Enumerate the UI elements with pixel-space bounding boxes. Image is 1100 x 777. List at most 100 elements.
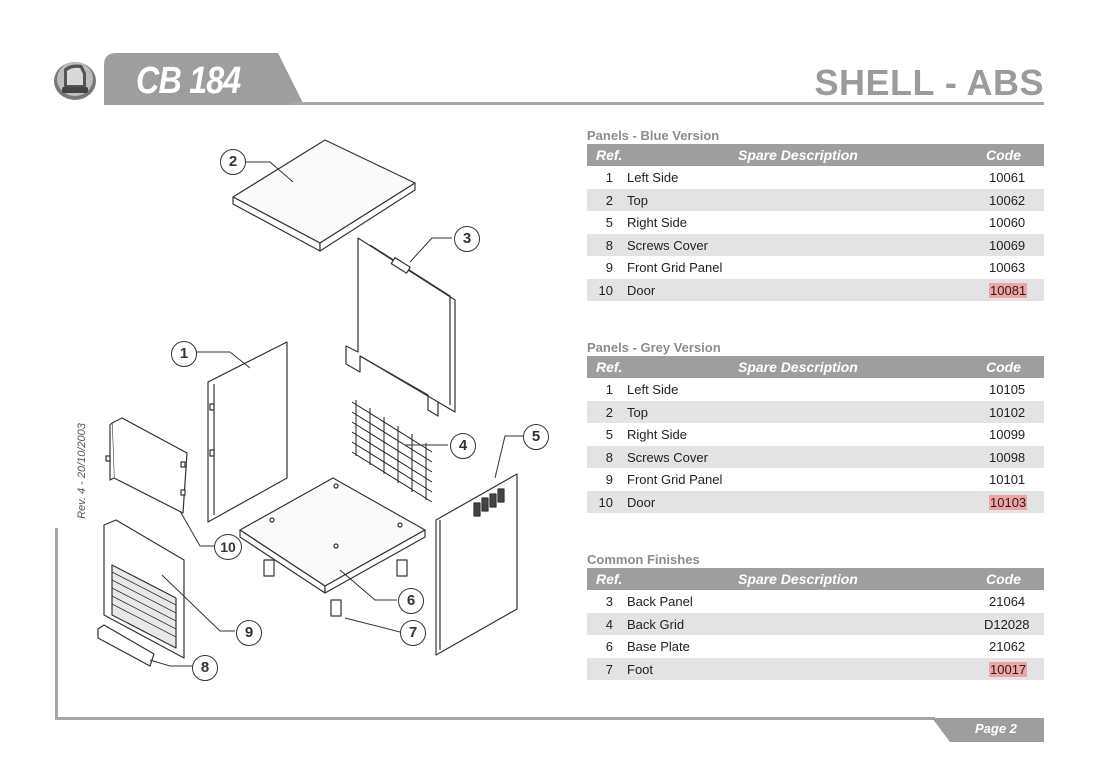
callout-3: 3 bbox=[454, 226, 480, 252]
table-header: Ref. Spare Description Code bbox=[587, 568, 1044, 590]
part-left-side bbox=[207, 341, 288, 523]
col-desc: Spare Description bbox=[738, 359, 858, 375]
table-row: 3 Back Panel 21064 bbox=[587, 590, 1044, 613]
cell-desc: Top bbox=[627, 404, 648, 420]
cell-ref: 5 bbox=[605, 427, 613, 442]
col-ref: Ref. bbox=[596, 359, 623, 375]
cell-code: 10062 bbox=[989, 192, 1026, 208]
cell-ref: 9 bbox=[605, 260, 613, 275]
cell-ref: 2 bbox=[605, 404, 613, 420]
callout-7: 7 bbox=[400, 620, 426, 646]
cell-code: 10061 bbox=[989, 170, 1026, 185]
cell-code: 10063 bbox=[989, 260, 1026, 275]
part-screws-cover bbox=[97, 624, 155, 667]
exploded-diagram bbox=[97, 139, 527, 667]
cell-desc: Screws Cover bbox=[627, 449, 708, 465]
cell-code: 10098 bbox=[989, 449, 1026, 465]
cell-desc: Door bbox=[627, 282, 656, 298]
table-row: 8 Screws Cover 10098 bbox=[587, 445, 1044, 468]
cell-ref: 2 bbox=[605, 192, 613, 208]
cell-ref: 6 bbox=[605, 639, 613, 654]
cell-ref: 7 bbox=[605, 661, 613, 677]
table-row: 7 Foot 10017 bbox=[587, 657, 1044, 680]
callout-1: 1 bbox=[171, 341, 197, 367]
section-title: Panels - Grey Version bbox=[587, 340, 721, 355]
callout-5: 5 bbox=[523, 424, 549, 450]
callout-4: 4 bbox=[450, 433, 476, 459]
header-rule bbox=[290, 102, 1044, 105]
table-row: 9 Front Grid Panel 10101 bbox=[587, 468, 1044, 491]
part-top-panel bbox=[232, 139, 416, 252]
cell-ref: 10 bbox=[598, 282, 613, 298]
cell-ref: 10 bbox=[598, 494, 613, 510]
model-name: CB 184 bbox=[136, 60, 241, 102]
table-row: 2 Top 10102 bbox=[587, 400, 1044, 423]
frame-bottom-rule bbox=[55, 717, 935, 720]
brand-logo-icon bbox=[52, 55, 98, 108]
page-number: Page 2 bbox=[975, 721, 1017, 736]
part-front-grid-panel bbox=[103, 519, 185, 659]
cell-desc: Back Grid bbox=[627, 616, 685, 632]
page-tab bbox=[932, 718, 1044, 742]
cell-code: 10069 bbox=[989, 237, 1026, 253]
table-header: Ref. Spare Description Code bbox=[587, 144, 1044, 166]
table-row: 8 Screws Cover 10069 bbox=[587, 233, 1044, 256]
callout-9: 9 bbox=[236, 620, 262, 646]
frame-left-rule bbox=[55, 528, 58, 720]
callout-8: 8 bbox=[192, 655, 218, 681]
table-header: Ref. Spare Description Code bbox=[587, 356, 1044, 378]
section-common-finishes: Common Finishes Ref. Spare Description C… bbox=[587, 552, 1044, 680]
cell-ref: 8 bbox=[605, 449, 613, 465]
col-desc: Spare Description bbox=[738, 147, 858, 163]
cell-code: 21064 bbox=[989, 594, 1026, 609]
callout-6: 6 bbox=[398, 588, 424, 614]
cell-code: 10105 bbox=[989, 382, 1026, 397]
part-feet bbox=[263, 559, 408, 617]
section-blue-version: Panels - Blue Version Ref. Spare Descrip… bbox=[587, 128, 1044, 301]
revision-label: Rev. 4 - 20/10/2003 bbox=[76, 423, 88, 519]
table-row: 9 Front Grid Panel 10063 bbox=[587, 256, 1044, 279]
col-desc: Spare Description bbox=[738, 571, 858, 587]
cell-desc: Back Panel bbox=[627, 594, 693, 609]
part-right-side bbox=[435, 473, 518, 656]
cell-code: 21062 bbox=[989, 639, 1026, 654]
cell-desc: Base Plate bbox=[627, 639, 690, 654]
cell-ref: 1 bbox=[605, 170, 613, 185]
part-base-plate bbox=[239, 477, 426, 594]
cell-code: 10017 bbox=[989, 661, 1028, 677]
page-title: SHELL - ABS bbox=[814, 62, 1044, 103]
table-row: 4 Back Grid D12028 bbox=[587, 612, 1044, 635]
col-code: Code bbox=[986, 571, 1021, 587]
cell-desc: Front Grid Panel bbox=[627, 472, 723, 487]
cell-code: 10081 bbox=[989, 282, 1028, 298]
cell-desc: Right Side bbox=[627, 427, 687, 442]
cell-desc: Screws Cover bbox=[627, 237, 708, 253]
cell-desc: Foot bbox=[627, 661, 654, 677]
section-title: Panels - Blue Version bbox=[587, 128, 720, 143]
cell-code: 10101 bbox=[989, 472, 1026, 487]
cell-ref: 8 bbox=[605, 237, 613, 253]
model-tab bbox=[104, 53, 304, 105]
part-back-grid bbox=[351, 400, 433, 503]
table-row: 6 Base Plate 21062 bbox=[587, 635, 1044, 658]
cell-code: 10102 bbox=[989, 404, 1026, 420]
col-ref: Ref. bbox=[596, 571, 623, 587]
cell-code: D12028 bbox=[984, 616, 1030, 632]
section-title: Common Finishes bbox=[587, 552, 700, 567]
col-code: Code bbox=[986, 147, 1021, 163]
cell-ref: 9 bbox=[605, 472, 613, 487]
callout-10: 10 bbox=[214, 534, 242, 560]
cell-desc: Right Side bbox=[627, 215, 687, 230]
cell-desc: Front Grid Panel bbox=[627, 260, 723, 275]
cell-code: 10103 bbox=[989, 494, 1028, 510]
col-code: Code bbox=[986, 359, 1021, 375]
cell-ref: 1 bbox=[605, 382, 613, 397]
cell-ref: 4 bbox=[605, 616, 613, 632]
cell-ref: 3 bbox=[605, 594, 613, 609]
cell-ref: 5 bbox=[605, 215, 613, 230]
cell-desc: Top bbox=[627, 192, 648, 208]
